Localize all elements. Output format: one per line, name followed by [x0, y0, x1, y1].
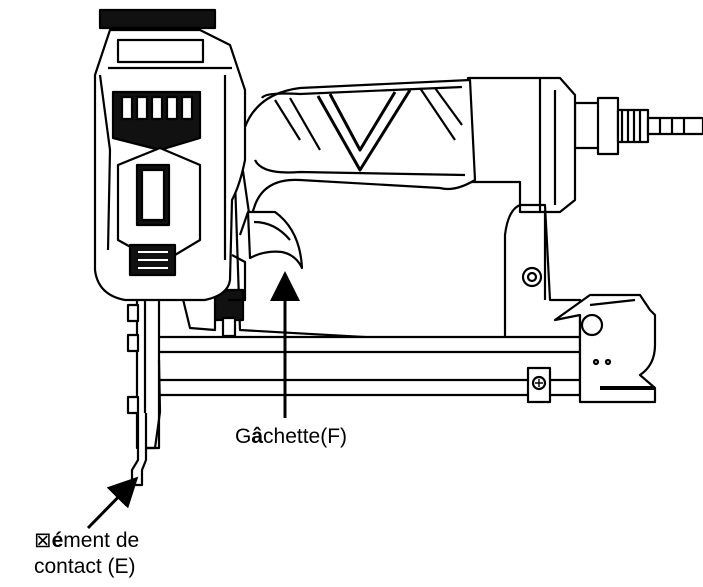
depth-wheel: [180, 254, 247, 338]
head: [93, 8, 247, 302]
frame: [233, 179, 582, 347]
rear-cap: [466, 76, 577, 214]
handle-grip: [238, 78, 477, 222]
magazine-latch: [553, 293, 657, 404]
trigger: [238, 210, 304, 270]
trigger-label: Gâchette(F): [235, 425, 348, 448]
magazine: [148, 335, 582, 404]
nose: [126, 296, 162, 450]
contact-callout-arrow: [86, 476, 139, 530]
tool-outline: [93, 8, 703, 487]
air-fitting: [573, 96, 703, 156]
contact-element: [130, 413, 148, 487]
